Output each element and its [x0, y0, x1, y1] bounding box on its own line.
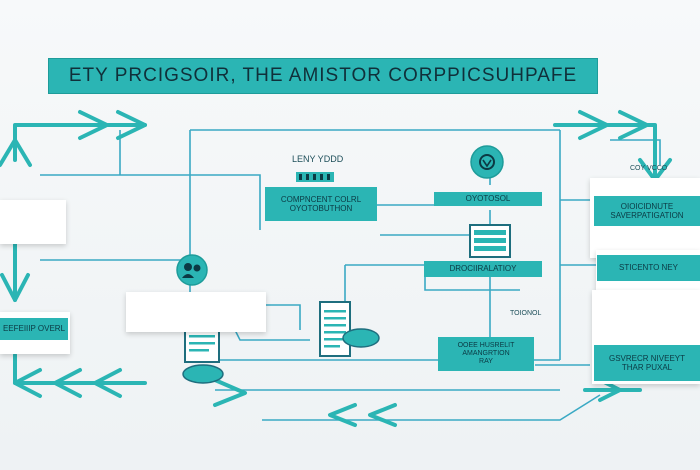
scroll-icon [182, 364, 224, 384]
left-top-card [0, 200, 66, 244]
component-control-label: COMPNCENT COLRL OYOTOBUTHON [265, 187, 377, 221]
center-lower-label: OOEE HUSRELIT AMANGRTION RAY [438, 337, 534, 371]
server-icon [469, 224, 511, 258]
right-bottom-label: GSVRECR NIVEEYT THAR PUXAL [594, 345, 700, 381]
top-small-label: LENY YDDD [292, 154, 344, 164]
diagram-title: ETY PRCIGSOIR, THE AMISTOR CORPPICSUHPAF… [48, 58, 598, 94]
document-icon [319, 301, 351, 357]
flow-arrows [0, 110, 672, 427]
keyboard-card [126, 292, 266, 332]
right-top-tag: OYOTOSOL [434, 192, 542, 206]
gear-cloud-icon [470, 145, 504, 179]
right-top-small-label: COY VCCO [630, 165, 668, 172]
people-icon [176, 254, 208, 286]
small-mid-label: TOIONOL [510, 310, 542, 317]
right-mid-label: STICENTO NEY [597, 255, 700, 281]
center-mid-label: DROCIIRALATIOY [424, 261, 542, 277]
left-mid-label: EEFEIIIP OVERL [0, 318, 68, 340]
keyboard-icon [296, 172, 334, 182]
right-upper-label: OIOICIDNUTE SAVERPATIGATION [594, 196, 700, 226]
